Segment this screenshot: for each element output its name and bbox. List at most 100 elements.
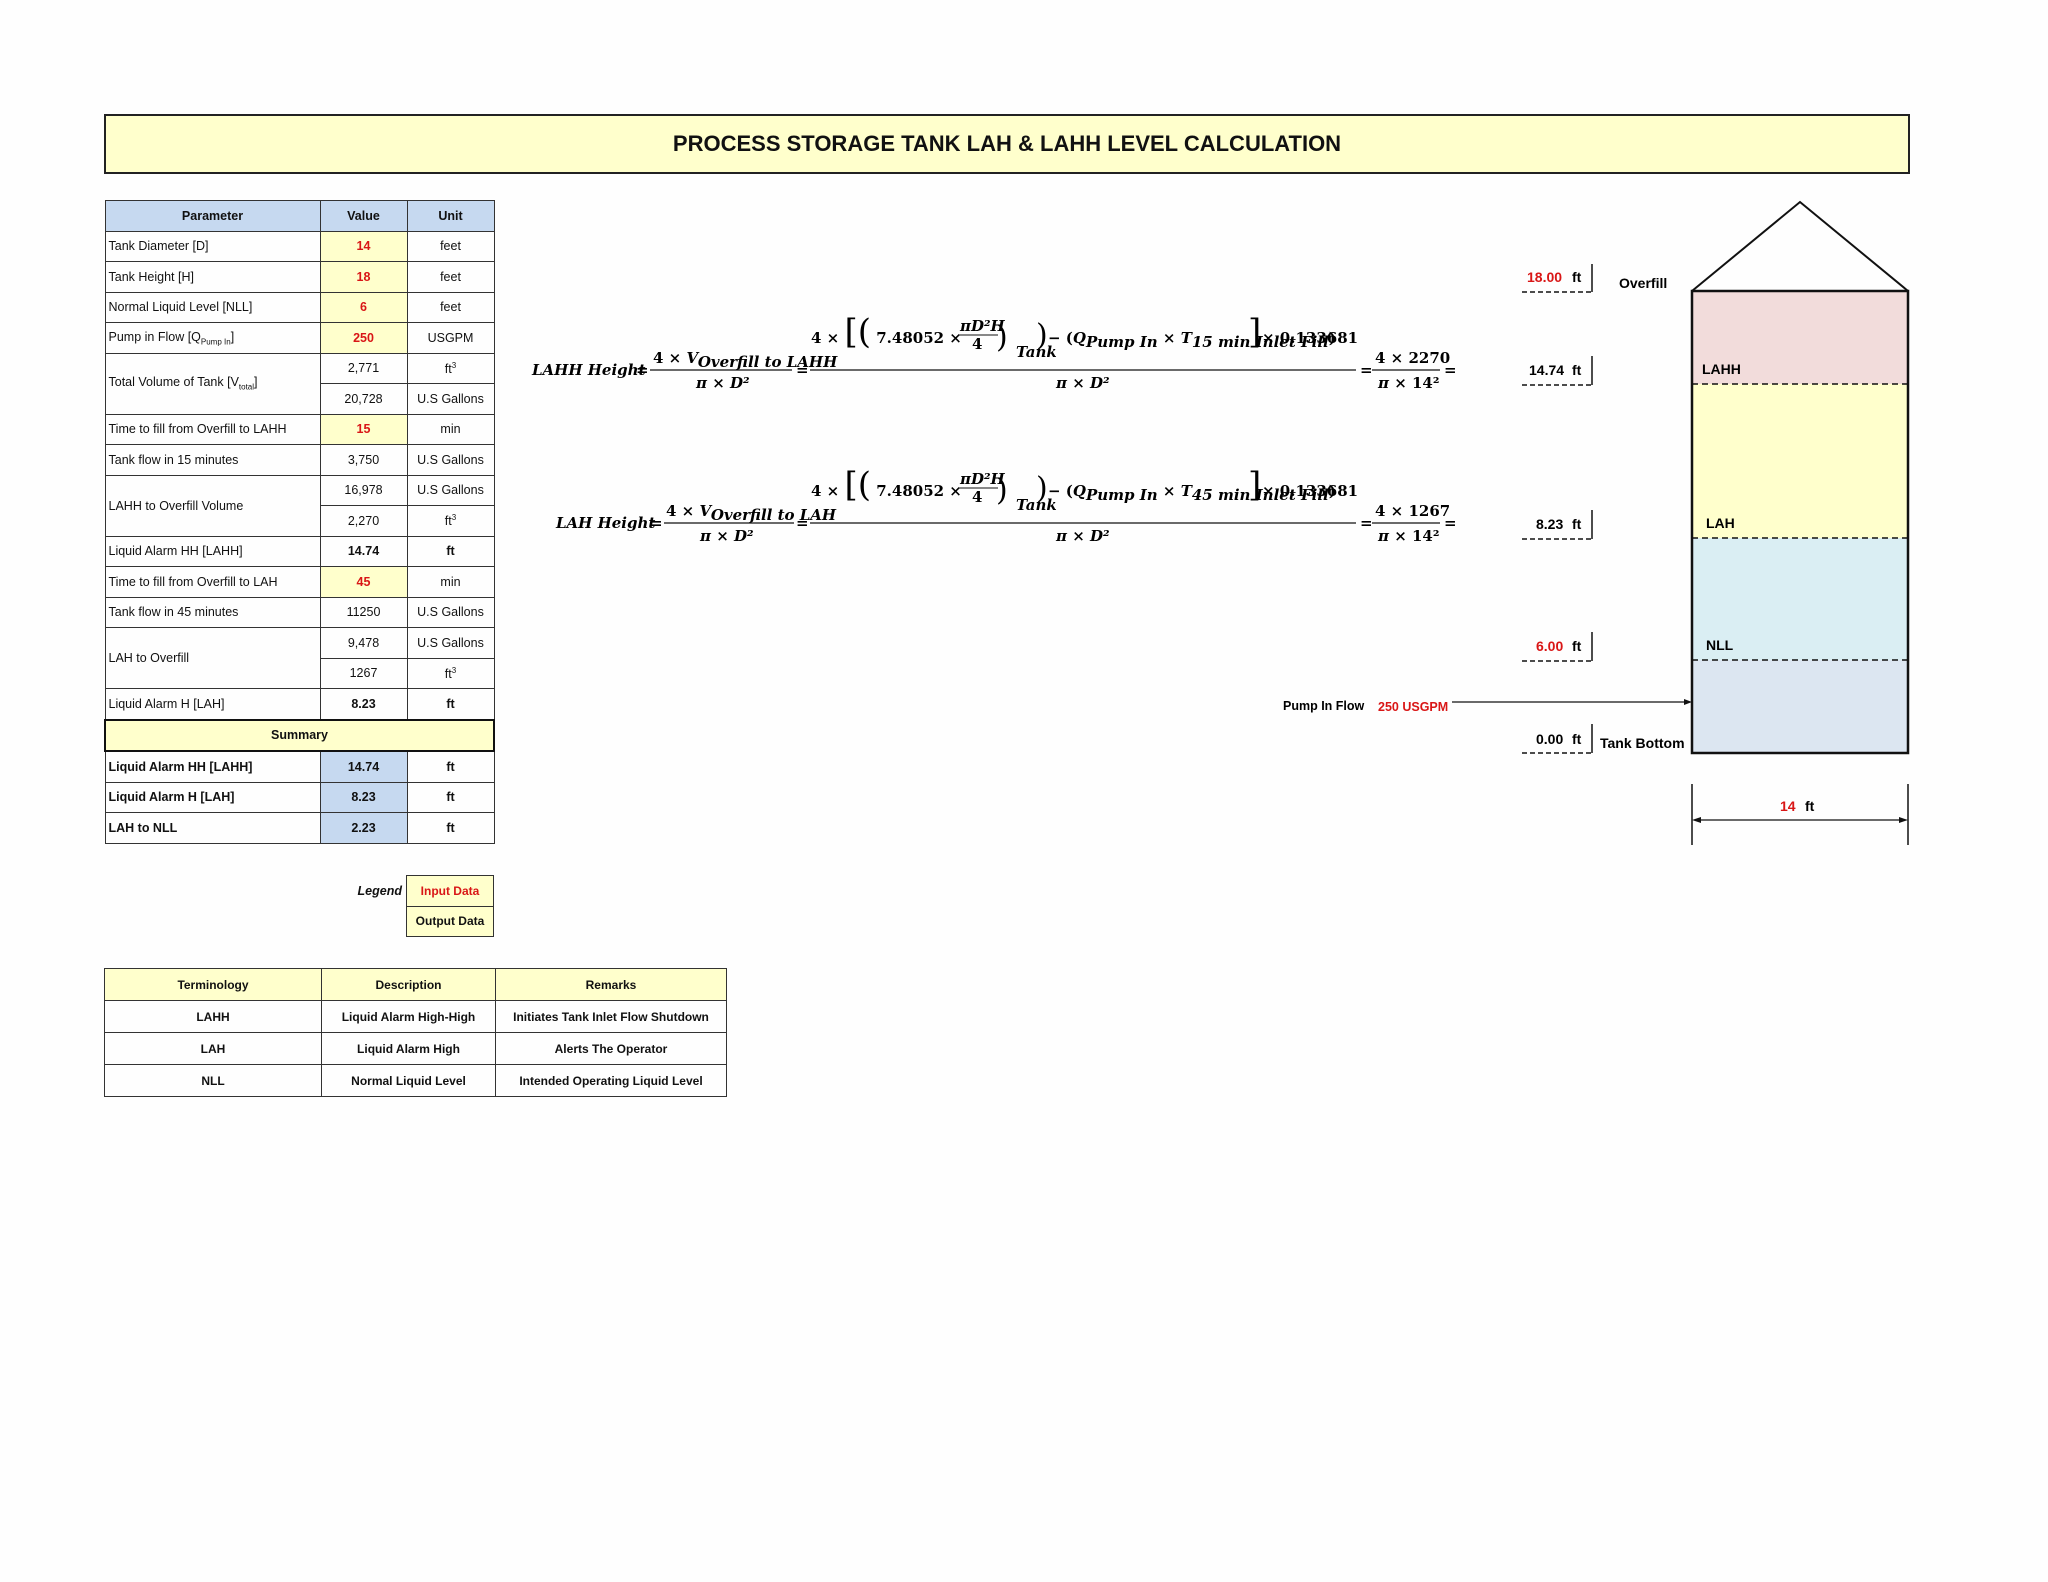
table-row: Total Volume of Tank [Vtotal] 2,771 ft3 — [104, 352, 495, 415]
table-row: Tank Height [H] 18 feet — [104, 261, 495, 293]
param-unit: USGPM — [406, 322, 495, 354]
pi-d2h: πD²H — [959, 317, 1006, 335]
param-value: 8.23 — [319, 688, 408, 720]
term-cell: Normal Liquid Level — [321, 1064, 496, 1097]
formula-eq: = — [1360, 361, 1373, 379]
formula-eq: = — [1444, 361, 1457, 379]
tank-sub: Tank — [1016, 496, 1057, 514]
param-unit: ft3 — [406, 505, 495, 537]
four: 4 — [972, 488, 982, 506]
four: 4 — [972, 335, 982, 353]
summary-row: Liquid Alarm HH [LAHH] 14.74 ft — [104, 750, 495, 783]
pump-term: − (QPump In × T45 min Inlet Fill) — [1048, 482, 1336, 504]
formula-lhs: LAH Height — [555, 514, 655, 532]
pump-arrow-head — [1684, 699, 1692, 705]
formula-den-value: π × 14² — [1377, 527, 1439, 545]
formula-big-num: 4 × [( 7.48052 × — [811, 312, 962, 352]
formula-den: π × D² — [1055, 527, 1110, 545]
nll-zone-label: NLL — [1706, 637, 1734, 653]
table-row: LAHH to Overfill Volume 16,978 U.S Gallo… — [104, 474, 495, 537]
formula-eq: = — [650, 514, 663, 532]
param-value-input[interactable]: 250 — [319, 322, 408, 354]
formula-den-value: π × 14² — [1377, 374, 1439, 392]
bracket: ] — [1248, 465, 1261, 505]
table-row: 1267 ft3 — [105, 657, 495, 689]
formula-num: 4 × VOverfill to LAH — [666, 502, 837, 524]
param-unit: feet — [406, 261, 495, 293]
table-row: Time to fill from Overfill to LAHH 15 mi… — [104, 413, 495, 445]
table-row: Normal Liquid Level [NLL] 6 feet — [104, 291, 495, 323]
param-label: LAH to Overfill — [104, 627, 321, 689]
formula-eq: = — [796, 361, 809, 379]
table-row: Liquid Alarm H [LAH] 8.23 ft — [104, 688, 495, 720]
summary-header: Summary — [104, 718, 495, 752]
table-row: Time to fill from Overfill to LAH 45 min — [104, 566, 495, 598]
table-row: Tank flow in 15 minutes 3,750 U.S Gallon… — [104, 444, 495, 476]
formula-den: π × D² — [695, 374, 750, 392]
table-row: Tank flow in 45 minutes 11250 U.S Gallon… — [104, 596, 495, 628]
param-label: Tank flow in 15 minutes — [104, 444, 321, 476]
table-row: NLL Normal Liquid Level Intended Operati… — [104, 1064, 727, 1097]
nll-zone — [1692, 538, 1908, 660]
const2: × 0.133681 — [1262, 482, 1358, 500]
summary-row: LAH to NLL 2.23 ft — [104, 812, 495, 844]
param-label: Tank Height [H] — [104, 261, 321, 293]
lahh-formula: LAHH Height = 4 × VOverfill to LAHH π × … — [531, 312, 1457, 392]
param-value: 2,270 — [319, 505, 408, 537]
summary-label: Liquid Alarm HH [LAHH] — [104, 750, 321, 783]
paren: ) — [996, 473, 1008, 508]
level-value: 8.23 — [1536, 516, 1563, 532]
level-unit: ft — [1572, 362, 1582, 378]
param-value-input[interactable]: 45 — [319, 566, 408, 598]
lahh-zone — [1692, 291, 1908, 384]
terminology-table: Terminology Description Remarks LAHH Liq… — [104, 968, 727, 1097]
formula-den: π × D² — [1055, 374, 1110, 392]
param-unit: min — [406, 566, 495, 598]
param-label: Liquid Alarm HH [LAHH] — [104, 535, 321, 567]
param-unit: feet — [406, 230, 495, 262]
level-marker-nll: 6.00 ft — [1522, 632, 1593, 662]
summary-label: LAH to NLL — [104, 812, 321, 844]
table-row: LAH Liquid Alarm High Alerts The Operato… — [104, 1032, 727, 1065]
param-value: 2,771 — [319, 352, 408, 384]
param-label: Time to fill from Overfill to LAHH — [104, 413, 321, 445]
table-row: Pump in Flow [QPump In] 250 USGPM — [104, 322, 495, 354]
term-cell: Intended Operating Liquid Level — [495, 1064, 727, 1097]
formula-den: π × D² — [699, 527, 754, 545]
level-marker-lahh: 14.74 ft — [1522, 356, 1593, 386]
term-cell: Initiates Tank Inlet Flow Shutdown — [495, 1000, 727, 1033]
lahh-zone-label: LAHH — [1702, 361, 1741, 377]
table-row: 20,728 U.S Gallons — [105, 383, 495, 415]
level-value: 14.74 — [1529, 362, 1564, 378]
param-value-input[interactable]: 15 — [319, 413, 408, 445]
param-value: 3,750 — [319, 444, 408, 476]
pump-label: Pump In Flow — [1283, 699, 1365, 713]
term-header-remarks: Remarks — [495, 968, 727, 1001]
param-value-input[interactable]: 18 — [319, 261, 408, 293]
param-unit: U.S Gallons — [406, 383, 495, 415]
diameter-unit: ft — [1805, 798, 1815, 814]
term-cell: Alerts The Operator — [495, 1032, 727, 1065]
term-cell: Liquid Alarm High-High — [321, 1000, 496, 1033]
param-unit: U.S Gallons — [406, 627, 495, 659]
param-unit: min — [406, 413, 495, 445]
paren: ) — [996, 320, 1008, 355]
param-label: Liquid Alarm H [LAH] — [104, 688, 321, 720]
tank-diagram: LAHH LAH NLL 18.00 ft Overfill 14.74 ft … — [1283, 200, 1910, 845]
summary-unit: ft — [406, 812, 495, 844]
param-label: Time to fill from Overfill to LAH — [104, 566, 321, 598]
pump-term: − (QPump In × T15 min Inlet Fill) — [1048, 329, 1336, 351]
formula-lhs: LAHH Height — [531, 361, 646, 379]
param-label: Normal Liquid Level [NLL] — [104, 291, 321, 323]
param-value-input[interactable]: 14 — [319, 230, 408, 262]
tank-roof — [1691, 200, 1909, 292]
legend-label: Legend — [357, 884, 402, 898]
param-unit: U.S Gallons — [406, 596, 495, 628]
level-label: Overfill — [1619, 275, 1667, 291]
header-unit: Unit — [406, 200, 495, 232]
tank-sub: Tank — [1016, 343, 1057, 361]
param-value-input[interactable]: 6 — [319, 291, 408, 323]
term-header-terminology: Terminology — [104, 968, 322, 1001]
param-value: 1267 — [319, 657, 408, 689]
diameter-dimension: 14 ft — [1691, 784, 1909, 845]
